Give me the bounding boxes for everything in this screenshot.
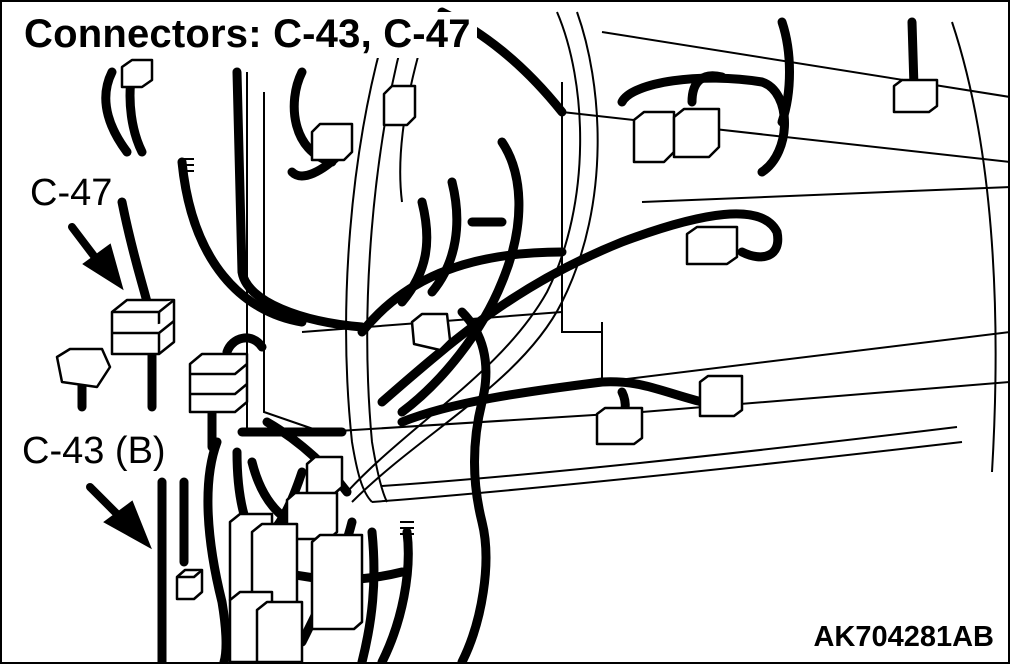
connector-c47-block (110, 298, 176, 356)
arrow-c43-icon (103, 500, 152, 550)
hatch-details (180, 158, 414, 535)
callout-label-c47: C-47 (28, 172, 115, 214)
page-title: Connectors: C-43, C-47 (24, 12, 477, 58)
callout-label-c43: C-43 (B) (20, 430, 168, 472)
callout-arrows (68, 223, 152, 550)
figure-reference-code: AK704281AB (811, 621, 996, 654)
main-wires (77, 7, 919, 662)
connector-c43-block (175, 568, 204, 601)
connectors (55, 58, 939, 662)
arrow-c47-icon (82, 243, 124, 291)
